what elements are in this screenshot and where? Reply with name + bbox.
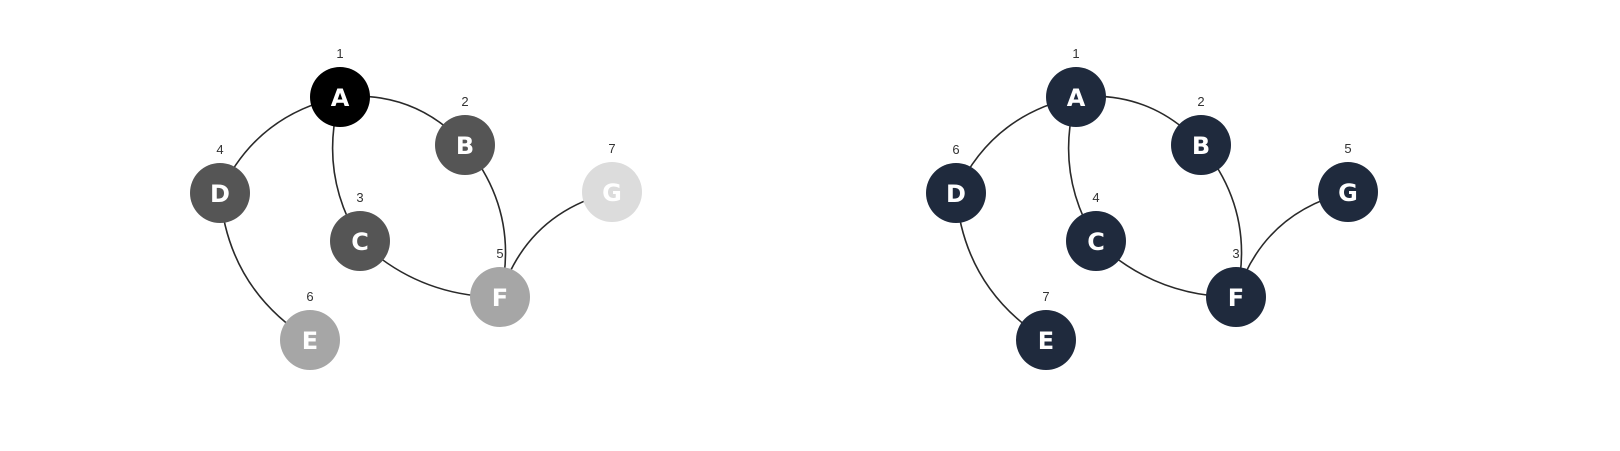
node-label-f: F <box>492 284 508 312</box>
node-label-e: E <box>1038 327 1054 355</box>
node-circle-g <box>582 162 642 222</box>
order-label-d: 4 <box>216 142 223 157</box>
node-circle-b <box>435 115 495 175</box>
order-label-d: 6 <box>952 142 959 157</box>
node-circle-a <box>310 67 370 127</box>
node-label-d: D <box>210 180 230 208</box>
order-label-a: 1 <box>1072 46 1079 61</box>
order-label-a: 1 <box>336 46 343 61</box>
order-label-f: 3 <box>1232 246 1239 261</box>
node-label-a: A <box>331 84 350 112</box>
node-b: B2 <box>1171 94 1231 175</box>
node-e: E6 <box>280 289 340 370</box>
node-f: F3 <box>1206 246 1266 327</box>
order-label-c: 3 <box>356 190 363 205</box>
node-c: C3 <box>330 190 390 271</box>
node-circle-b <box>1171 115 1231 175</box>
node-label-a: A <box>1067 84 1086 112</box>
node-d: D6 <box>926 142 986 223</box>
node-a: A1 <box>1046 46 1106 127</box>
node-label-c: C <box>351 228 369 256</box>
node-label-g: G <box>602 179 622 207</box>
node-label-b: B <box>456 132 474 160</box>
order-label-g: 7 <box>608 141 615 156</box>
node-circle-f <box>470 267 530 327</box>
order-label-c: 4 <box>1092 190 1099 205</box>
node-label-d: D <box>946 180 966 208</box>
node-circle-d <box>926 163 986 223</box>
order-label-e: 6 <box>306 289 313 304</box>
node-circle-c <box>330 211 390 271</box>
order-label-e: 7 <box>1042 289 1049 304</box>
node-circle-e <box>280 310 340 370</box>
node-a: A1 <box>310 46 370 127</box>
node-g: G7 <box>582 141 642 222</box>
node-d: D4 <box>190 142 250 223</box>
order-label-f: 5 <box>496 246 503 261</box>
node-circle-f <box>1206 267 1266 327</box>
node-b: B2 <box>435 94 495 175</box>
node-c: C4 <box>1066 190 1126 271</box>
order-label-g: 5 <box>1344 141 1351 156</box>
node-label-b: B <box>1192 132 1210 160</box>
node-circle-c <box>1066 211 1126 271</box>
node-circle-g <box>1318 162 1378 222</box>
node-circle-a <box>1046 67 1106 127</box>
node-label-e: E <box>302 327 318 355</box>
node-circle-e <box>1016 310 1076 370</box>
order-label-b: 2 <box>461 94 468 109</box>
node-g: G5 <box>1318 141 1378 222</box>
order-label-b: 2 <box>1197 94 1204 109</box>
node-label-c: C <box>1087 228 1105 256</box>
node-f: F5 <box>470 246 530 327</box>
node-e: E7 <box>1016 289 1076 370</box>
node-circle-d <box>190 163 250 223</box>
node-label-f: F <box>1228 284 1244 312</box>
node-label-g: G <box>1338 179 1358 207</box>
